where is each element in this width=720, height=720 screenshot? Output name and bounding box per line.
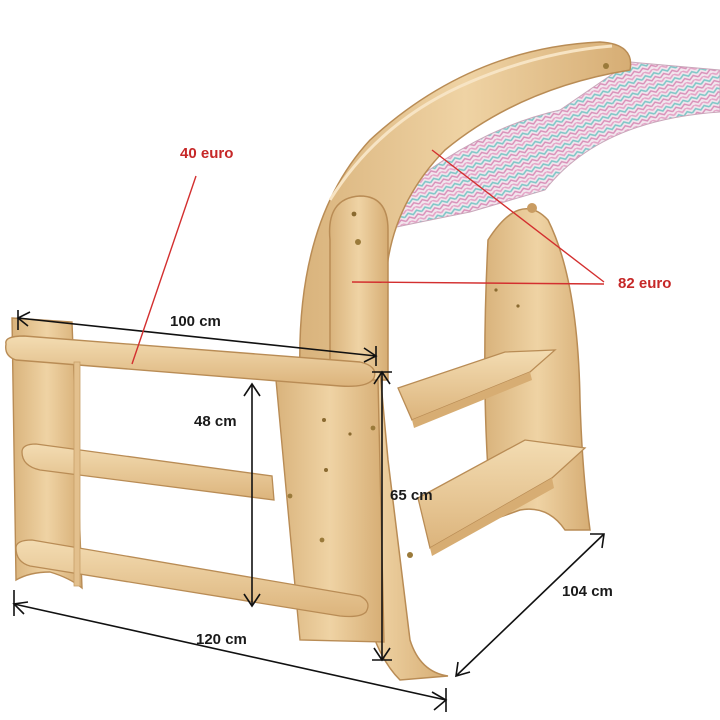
play-stand bbox=[298, 41, 720, 681]
fabric-canopy bbox=[384, 61, 720, 229]
dimension-lines bbox=[12, 310, 605, 712]
price-label-stand: 82 euro bbox=[618, 275, 671, 292]
price-label-shelf: 40 euro bbox=[180, 145, 233, 162]
stand-shelf-lower bbox=[417, 439, 587, 549]
shelf-unit bbox=[5, 317, 385, 643]
price-pointers bbox=[131, 149, 605, 365]
dimension-label-shelf-width: 100 cm bbox=[170, 313, 221, 330]
dimension-label-depth: 104 cm bbox=[562, 583, 613, 600]
stand-shelf-upper bbox=[397, 349, 557, 421]
shelf-top-board bbox=[5, 335, 376, 388]
shelf-middle-board bbox=[21, 443, 275, 501]
shelf-bottom-board bbox=[15, 539, 369, 618]
dimension-label-total-width: 120 cm bbox=[196, 631, 247, 648]
arch-post bbox=[328, 195, 389, 381]
dimension-label-inner-height: 48 cm bbox=[194, 413, 237, 430]
dimension-label-total-height: 65 cm bbox=[390, 487, 433, 504]
